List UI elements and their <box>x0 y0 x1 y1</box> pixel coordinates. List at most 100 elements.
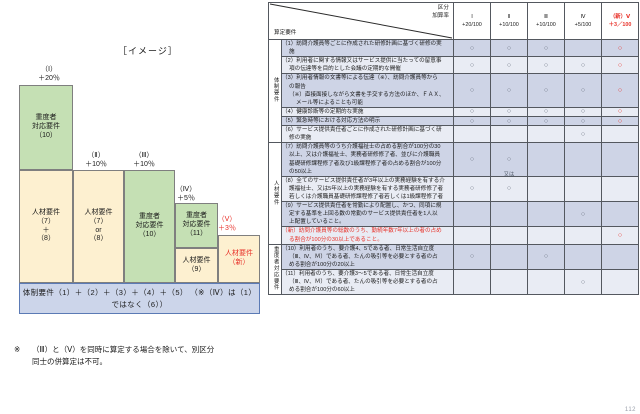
caption-roman: （Ⅱ） <box>87 152 105 159</box>
requirement-line: 項の伝達等を目的とした会議の定期的な開催 <box>289 66 401 73</box>
requirement-line: （8）全てのサービス提供責任者が3年以上の実務経験を有する介 <box>282 177 445 184</box>
requirement-line: 定する基準を上回る数の常勤のサービス提供責任者を1人以 <box>289 211 438 218</box>
requirements-table: 区分 加算率 算定要件 Ⅰ +20/100 Ⅱ +10/100 <box>268 2 639 296</box>
requirement-text-cell: （10）利用者のうち、要介護4、5である者、日常生活自立度（Ⅲ、Ⅳ、Ｍ）である者… <box>281 243 454 270</box>
caption-rate: ＋20％ <box>38 74 60 82</box>
caption-kubun-1: （Ⅰ） ＋20％ <box>18 66 80 83</box>
table-row: （新）訪問介護員等の総数のうち、勤続年数7年以上の者の占める割合が100分の30… <box>268 226 639 245</box>
requirement-line: （5）緊急時等における対応方法の明示 <box>282 117 381 124</box>
mark-cell-col2: ○ <box>490 73 528 108</box>
mark-cell-col3: ○ <box>527 106 565 117</box>
mark-cell-col1: ○ <box>453 115 491 127</box>
mark-cell-col5: ○ <box>601 115 639 127</box>
mark-cell-col4: ○ <box>564 125 602 144</box>
block-line: 対応要件 <box>135 222 164 230</box>
column-header-5-new: （新）Ⅴ ＋3／100 <box>601 2 639 40</box>
mark-cell-col3: ○ <box>527 73 565 108</box>
column-header-2: Ⅱ +10/100 <box>490 2 528 40</box>
requirement-line: （11）利用者のうち、要介護3～5である者、日常生活自立度 <box>282 270 434 277</box>
mark-cell-col3: ○ <box>527 243 565 270</box>
requirement-text-cell: （4）健康診断等の定期的な実施 <box>281 106 454 117</box>
requirement-text-cell: （1）訪問介護員等ごとに作成された研修計画に基づく研修の実施 <box>281 38 454 58</box>
mark-cell-col4: ○ <box>564 73 602 108</box>
table-row: （4）健康診断等の定期的な実施○○○○○ <box>268 106 639 117</box>
block-line: 重度者 <box>139 213 160 221</box>
mark-cell-col5 <box>601 175 639 203</box>
mark-cell-col5: ○ <box>601 226 639 245</box>
mark-cell-col1: ○ <box>453 175 491 203</box>
caption-rate: ＋10％ <box>85 160 107 168</box>
mark-cell-col4: ○ <box>564 106 602 117</box>
mark-cell-col4: ○ <box>564 115 602 127</box>
requirement-text-cell: （新）訪問介護員等の総数のうち、勤続年数7年以上の者の占める割合が100分の30… <box>281 226 454 245</box>
caption-roman: （Ⅲ） <box>134 152 154 159</box>
mark-cell-col4: ○ <box>564 201 602 228</box>
table-row: （5）緊急時等における対応方法の明示○○○○○ <box>268 115 639 127</box>
note-line-2: 同士の併算定は不可。 <box>32 357 107 366</box>
mark-cell-col3 <box>527 268 565 296</box>
table-row: （11）利用者のうち、要介護3～5である者、日常生活自立度（Ⅲ、Ⅳ、Ｍ）である者… <box>268 268 639 296</box>
table-row: （9）サービス提供責任者を常勤により配置し、かつ、同項に規定する基準を上回る数の… <box>268 201 639 228</box>
mark-cell-col3: ○ <box>527 115 565 127</box>
block-line: 対応要件 <box>182 221 211 229</box>
block-line: 人材要件 <box>32 208 60 216</box>
block-line: （8） <box>37 235 55 243</box>
section-label-0: 体制要件 <box>268 38 282 144</box>
mark-cell-col4: ○ <box>564 56 602 75</box>
table-row: （6）サービス提供責任者ごとに作成された研修計画に基づく研修の実施 ○ <box>268 125 639 144</box>
requirement-text-cell: （9）サービス提供責任者を常勤により配置し、かつ、同項に規定する基準を上回る数の… <box>281 201 454 228</box>
requirement-text-cell: （6）サービス提供責任者ごとに作成された研修計画に基づく研修の実施 <box>281 125 454 144</box>
caption-rate: ＋3％ <box>218 224 236 232</box>
column-header-4: Ⅳ +5/100 <box>564 2 602 40</box>
requirement-line: める割合が100分の60以上 <box>289 287 355 294</box>
requirement-line: る割合が100分の30以上であること。 <box>289 236 383 243</box>
requirement-line: 若しくは介護職員基礎研修課程修了者若しくは1級課程修了者 <box>289 193 444 200</box>
requirement-line: 修の実施 <box>289 135 312 142</box>
diagram-note: ※ （Ⅲ）と（Ⅴ）を同時に算定する場合を除いて、別区分 同士の併算定は不可。 <box>14 344 250 368</box>
requirements-table-panel: 区分 加算率 算定要件 Ⅰ +20/100 Ⅱ +10/100 <box>268 2 639 413</box>
mark-cell-col1: ○ <box>453 73 491 108</box>
mark-cell-col5 <box>601 142 639 177</box>
table-body: 体制要件（1）訪問介護員等ごとに作成された研修計画に基づく研修の実施○○○○（2… <box>268 38 639 296</box>
mark-cell-col2: ○ <box>490 56 528 75</box>
requirement-text-cell: （11）利用者のうち、要介護3～5である者、日常生活自立度（Ⅲ、Ⅳ、Ｍ）である者… <box>281 268 454 296</box>
mark-cell-col1 <box>453 268 491 296</box>
block-line: 重度者 <box>186 212 207 220</box>
requirement-line: （4）健康診断等の定期的な実施 <box>282 108 364 115</box>
requirement-line: （1）訪問介護員等ごとに作成された研修計画に基づく研修の実 <box>282 41 442 47</box>
mark-cell-col4: ○ <box>564 268 602 296</box>
mark-cell-col2: ○ <box>490 175 528 203</box>
requirement-line: める割合が100分の20以上 <box>289 261 355 268</box>
table-header-row: 区分 加算率 算定要件 Ⅰ +20/100 Ⅱ +10/100 <box>268 2 639 40</box>
requirement-text-cell: （8）全てのサービス提供責任者が3年以上の実務経験を有する介護福祉士、又は5年以… <box>281 175 454 203</box>
mark-cell-col2 <box>490 268 528 296</box>
mark-cell-col5 <box>601 201 639 228</box>
footbar-line: 体制要件（1）＋（2）＋（3）＋（4）＋（5） <box>22 288 188 298</box>
table-row: 重度者対応要件（10）利用者のうち、要介護4、5である者、日常生活自立度（Ⅲ、Ⅳ… <box>268 243 639 296</box>
requirement-line: （2）利用者に関する情報又はサービス提供に当たっての留意事 <box>282 58 442 65</box>
block-line: 人材要件 <box>225 250 253 258</box>
section-label-text: 重度者対応要件 <box>272 246 279 291</box>
mark-cell-col1 <box>453 226 491 245</box>
mark-cell-col1: ○ <box>453 106 491 117</box>
mark-cell-col4 <box>564 226 602 245</box>
requirement-line: （9）サービス提供責任者を常勤により配置し、かつ、同項に規 <box>282 203 442 210</box>
block-line: （10） <box>138 230 161 238</box>
block-severe-care-requirement-10-col1: 重度者 対応要件 （10） <box>19 85 73 170</box>
mark-cell-col2 <box>490 201 528 228</box>
block-severe-care-requirement-10-col3: 重度者 対応要件 （10） <box>124 170 175 283</box>
requirement-line: の報告 <box>289 83 306 90</box>
requirement-line: （10）利用者のうち、要介護4、5である者、日常生活自立度 <box>282 245 435 252</box>
block-line: ＋ <box>42 226 50 234</box>
mark-cell-col3 <box>527 226 565 245</box>
mark-cell-col3: ○ <box>527 56 565 75</box>
block-severe-care-requirement-11-col4: 重度者 対応要件 （11） <box>175 203 218 248</box>
table-row: （8）全てのサービス提供責任者が3年以上の実務経験を有する介護福祉士、又は5年以… <box>268 175 639 203</box>
caption-roman: （Ⅳ） <box>175 186 197 193</box>
block-personnel-requirement-7-or-8-col2: 人材要件 （7） or （8） <box>73 170 124 283</box>
note-line-1: （Ⅲ）と（Ⅴ）を同時に算定する場合を除いて、別区分 <box>32 345 215 354</box>
mark-cell-col3: ○ <box>527 38 565 58</box>
table-row: （3）利用者情報の文書等による伝達（※）、訪問介護員等からの報告（※）直接面接し… <box>268 73 639 108</box>
block-line: （7） <box>37 217 55 225</box>
